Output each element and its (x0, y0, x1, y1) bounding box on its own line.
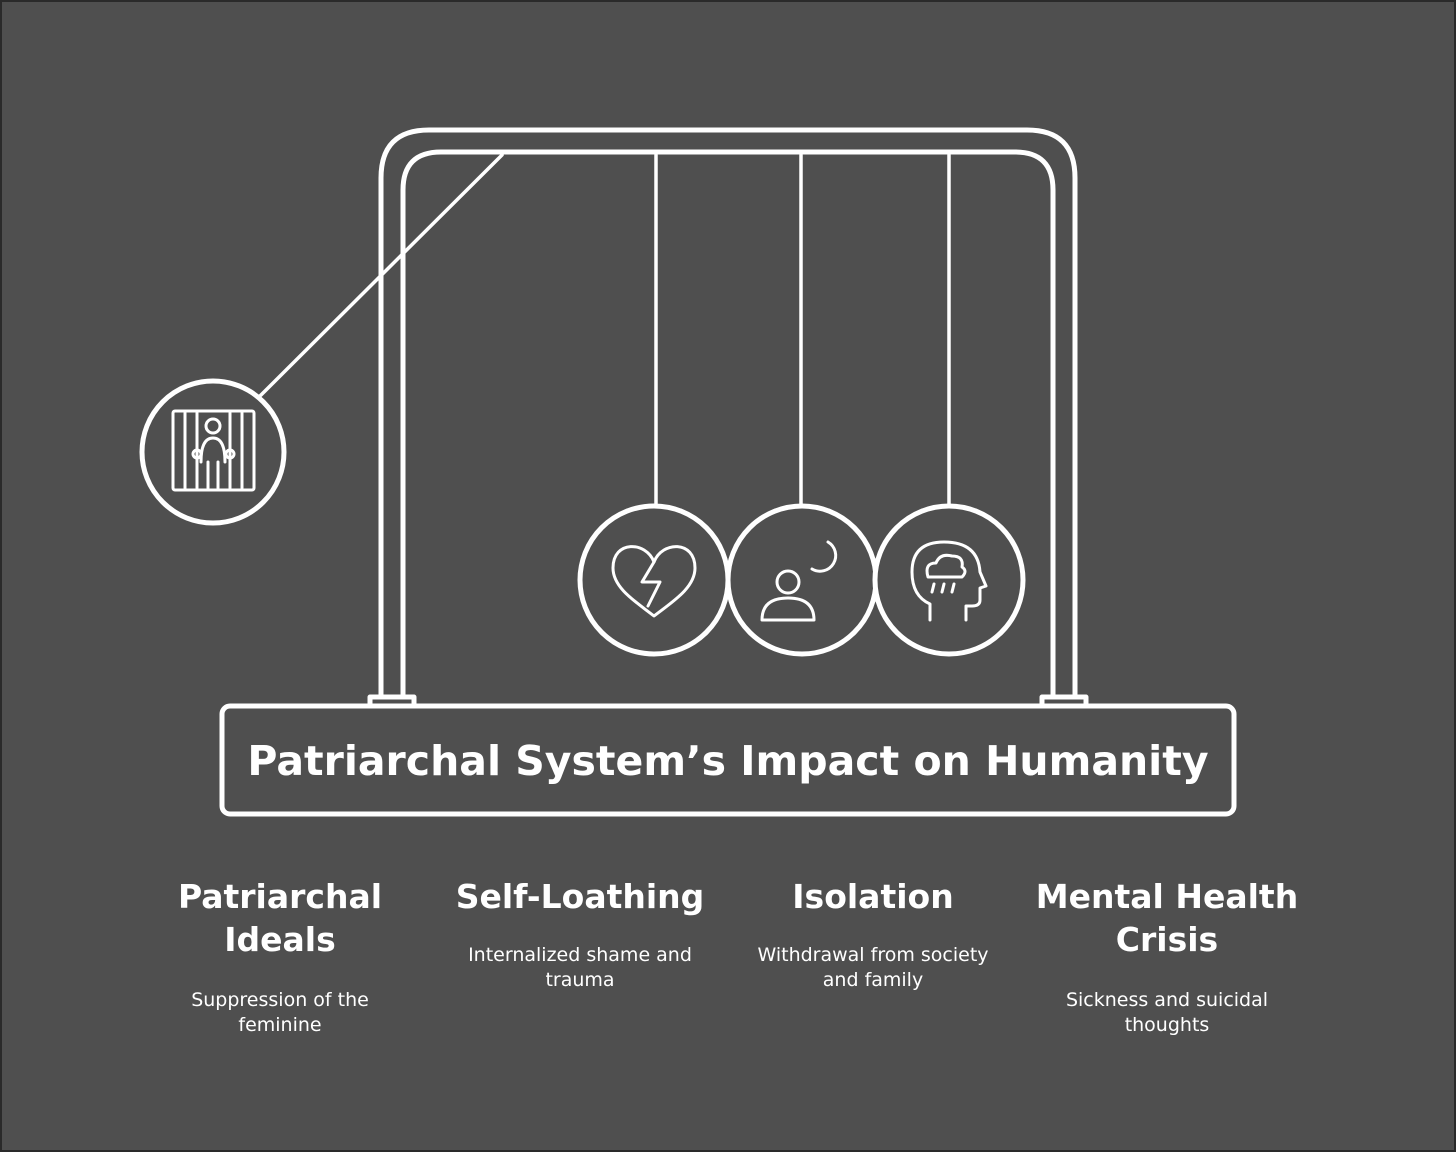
stage-isolation: Isolation Withdrawal from society and fa… (723, 875, 1023, 993)
stage-self-loathing: Self-Loathing Internalized shame and tra… (430, 875, 730, 993)
stage-mental-health-crisis: Mental Health Crisis Sickness and suicid… (1017, 875, 1317, 1038)
stage-title: Self-Loathing (455, 877, 705, 916)
cradle-frame-inner (400, 149, 1056, 700)
stage-description: Withdrawal from society and family (757, 944, 989, 991)
stage-title: Mental Health Crisis (1035, 877, 1299, 959)
broken-heart-icon (611, 545, 697, 618)
ball-patriarchal-ideals (139, 378, 287, 526)
stage-title: Patriarchal Ideals (177, 877, 383, 959)
stage-title: Isolation (792, 877, 954, 916)
stage-description: Suppression of the feminine (191, 989, 369, 1036)
stage-description: Sickness and suicidal thoughts (1065, 989, 1269, 1036)
ball-mental-health (872, 503, 1026, 657)
ball-isolation (725, 503, 879, 657)
diagram-title: Patriarchal System’s Impact on Humanity (247, 737, 1208, 785)
person-alone-moon-icon (760, 540, 838, 622)
stage-patriarchal-ideals: Patriarchal Ideals Suppression of the fe… (130, 875, 430, 1038)
ball-self-loathing (577, 503, 731, 657)
cradle-base (219, 703, 1237, 817)
prisoner-behind-bars-icon (171, 409, 256, 492)
cradle-foot-right (1039, 694, 1089, 709)
cradle-frame-outer (378, 127, 1078, 700)
cradle-foot-left (367, 694, 417, 709)
string-1 (257, 153, 504, 399)
head-rain-cloud-icon (910, 540, 988, 622)
stage-description: Internalized shame and trauma (468, 944, 692, 991)
